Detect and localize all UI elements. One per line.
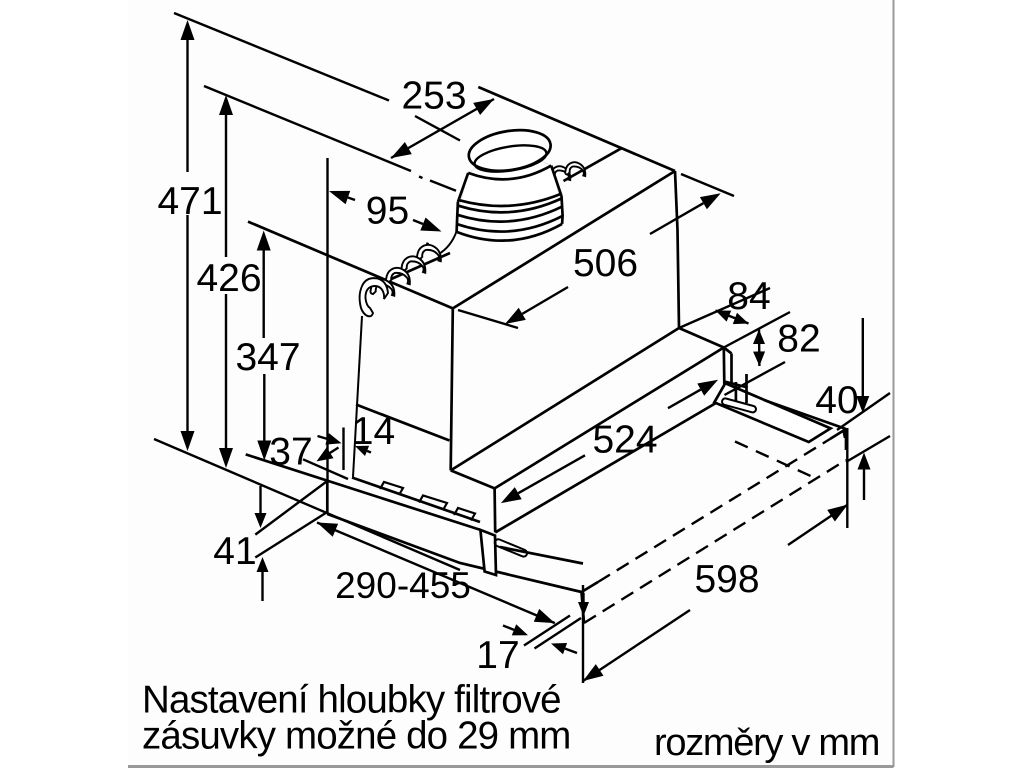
svg-text:82: 82 [777,318,820,361]
svg-text:347: 347 [235,336,300,379]
svg-text:471: 471 [157,180,222,223]
svg-text:rozměry v mm: rozměry v mm [654,722,879,764]
svg-text:524: 524 [592,419,657,462]
svg-text:253: 253 [401,75,466,118]
svg-text:37: 37 [269,431,312,474]
svg-text:598: 598 [694,558,759,601]
svg-text:zásuvky možné do 29 mm: zásuvky možné do 29 mm [142,715,571,758]
svg-text:95: 95 [366,190,409,233]
svg-text:290-455: 290-455 [335,565,471,606]
svg-text:17: 17 [476,634,519,677]
svg-text:Nastavení hloubky filtrové: Nastavení hloubky filtrové [142,679,561,722]
svg-text:14: 14 [352,410,395,453]
svg-text:41: 41 [213,530,256,573]
svg-text:84: 84 [727,275,770,318]
svg-text:426: 426 [196,257,261,300]
svg-text:506: 506 [573,242,638,285]
svg-text:40: 40 [815,379,858,422]
